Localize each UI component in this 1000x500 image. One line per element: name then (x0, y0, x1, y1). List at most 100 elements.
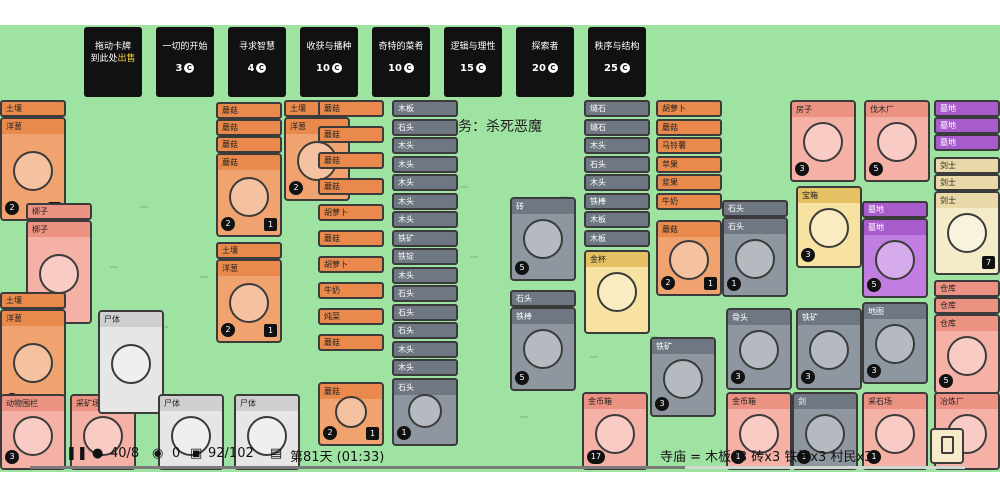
card-swordsman[interactable]: 剑士 7 (934, 191, 1000, 275)
card-stone[interactable]: 石头 (722, 200, 788, 217)
card-onion[interactable]: 洋葱 2 1 (216, 259, 282, 343)
card-graveyard[interactable]: 墓地 (862, 201, 928, 218)
card-count: 5 (515, 261, 529, 275)
card-bush-label[interactable]: 梆子 (26, 203, 92, 220)
card-strip[interactable]: 铁棒 (584, 192, 650, 210)
card-strip[interactable]: 牛奶 (318, 282, 384, 299)
sell-pack-slot[interactable]: 拖动卡牌 到此处出售 (84, 27, 142, 97)
card-strip[interactable]: 燧石 (584, 100, 650, 117)
card-strip[interactable]: 燧石 (584, 118, 650, 136)
card-sword[interactable]: 剑 1 (792, 392, 858, 470)
card-strip[interactable]: 木头 (392, 192, 458, 210)
card-mushroom[interactable]: 蘑菇 2 1 (656, 220, 722, 296)
card-stone[interactable]: 石头 1 (392, 378, 458, 446)
card-warehouse[interactable]: 仓库 (934, 280, 1000, 297)
card-strip[interactable]: 铁矿 (392, 229, 458, 247)
card-strip[interactable]: 蘑菇 (318, 230, 384, 247)
corpse-icon (247, 416, 287, 456)
mushroom-icon (335, 396, 367, 428)
card-strip[interactable]: 马铃薯 (656, 137, 722, 154)
card-strip[interactable]: 蘑菇 (318, 100, 384, 117)
card-strip[interactable]: 木头 (392, 340, 458, 358)
card-warehouse[interactable]: 仓库 5 (934, 314, 1000, 394)
card-strip[interactable]: 木头 (584, 137, 650, 154)
card-strip[interactable]: 浆果 (656, 174, 722, 191)
card-strip[interactable]: 胡萝卜 (318, 256, 384, 273)
card-stone[interactable]: 石头 (510, 290, 576, 307)
onion-icon (13, 343, 53, 383)
card-strip[interactable]: 炖菜 (318, 308, 384, 325)
card-graveyard[interactable]: 墓地 5 (862, 218, 928, 298)
card-corpse[interactable]: 尸体 (234, 394, 300, 470)
card-iron-bar[interactable]: 铁棒 5 (510, 307, 576, 391)
card-strip[interactable]: 木头 (392, 266, 458, 284)
card-strip[interactable]: 蘑菇 (656, 118, 722, 136)
card-iron-ore[interactable]: 铁矿 3 (796, 308, 862, 390)
card-strip[interactable]: 石头 (392, 303, 458, 321)
card-strip[interactable]: 蘑菇 (318, 334, 384, 351)
card-map[interactable]: 地图 3 (862, 302, 928, 384)
card-mushroom[interactable]: 蘑菇 (216, 102, 282, 119)
card-strip[interactable]: 牛奶 (656, 192, 722, 210)
status-bar: ❚❚ ● 40/8 ◉ 0 ▣ 92/102 ▤ 第81天 (01:33) (0, 440, 1000, 472)
card-brick[interactable]: 砖 5 (510, 197, 576, 281)
card-strip[interactable]: 木头 (392, 155, 458, 173)
card-corpse[interactable]: 尸体 (158, 394, 224, 470)
card-stone[interactable]: 石头 1 (722, 217, 788, 297)
card-sawmill[interactable]: 伐木厂 5 (864, 100, 930, 182)
card-swordsman[interactable]: 剑士 (934, 157, 1000, 174)
card-strip[interactable]: 木板 (584, 229, 650, 247)
card-animal-pen[interactable]: 动物围栏 3 (0, 394, 66, 470)
card-strip[interactable]: 铁锭 (392, 248, 458, 265)
card-coin-chest[interactable]: 金币箱 17 (582, 392, 648, 470)
card-mushroom[interactable]: 蘑菇 (216, 136, 282, 153)
card-strip[interactable]: 木板 (584, 211, 650, 228)
card-strip[interactable]: 蘑菇 (318, 152, 384, 169)
card-warehouse[interactable]: 仓库 (934, 297, 1000, 314)
card-mushroom[interactable]: 蘑菇 (216, 119, 282, 136)
card-quarry[interactable]: 采石场 1 (862, 392, 928, 470)
card-swordsman[interactable]: 剑士 (934, 174, 1000, 191)
card-strip[interactable]: 石头 (392, 118, 458, 136)
card-menu-button[interactable] (930, 428, 964, 464)
card-graveyard[interactable]: 墓地 (934, 117, 1000, 134)
card-bone[interactable]: 骨头 3 (726, 308, 792, 390)
card-soil[interactable]: 土壤 (0, 100, 66, 117)
card-strip[interactable]: 木板 (392, 100, 458, 117)
card-graveyard[interactable]: 墓地 (934, 134, 1000, 151)
card-treasure-chest[interactable]: 宝箱 3 (796, 186, 862, 268)
card-soil[interactable]: 土壤 (0, 292, 66, 309)
card-strip[interactable]: 石头 (392, 322, 458, 339)
card-strip[interactable]: 木头 (392, 359, 458, 376)
card-coin-chest[interactable]: 金币箱 1 (726, 392, 792, 470)
card-strip[interactable]: 木头 (392, 211, 458, 228)
card-strip[interactable]: 木头 (584, 174, 650, 191)
card-strip[interactable]: 胡萝卜 (656, 100, 722, 117)
card-strip[interactable]: 石头 (584, 155, 650, 173)
card-strip[interactable]: 蘑菇 (318, 178, 384, 195)
card-graveyard[interactable]: 墓地 (934, 100, 1000, 117)
coin-icon: C (256, 63, 267, 73)
card-mushroom[interactable]: 蘑菇 2 1 (216, 153, 282, 237)
card-strip[interactable]: 木头 (392, 137, 458, 154)
card-strip[interactable]: 胡萝卜 (318, 204, 384, 221)
card-strip[interactable]: 石头 (392, 285, 458, 302)
card-goblet[interactable]: 金杯 (584, 250, 650, 334)
card-soil[interactable]: 土壤 (216, 242, 282, 259)
card-strip[interactable]: 木头 (392, 174, 458, 191)
pause-icon[interactable]: ❚❚ (66, 446, 88, 461)
card-iron-mine[interactable]: 铁矿 3 (650, 337, 716, 417)
card-corpse[interactable]: 尸体 (98, 310, 164, 414)
card-house[interactable]: 房子 3 (790, 100, 856, 182)
card-mushroom[interactable]: 蘑菇 2 1 (318, 382, 384, 446)
card-strip[interactable]: 苹果 (656, 155, 722, 173)
coin-icon: C (547, 63, 558, 73)
card-strip[interactable]: 蘑菇 (318, 126, 384, 143)
